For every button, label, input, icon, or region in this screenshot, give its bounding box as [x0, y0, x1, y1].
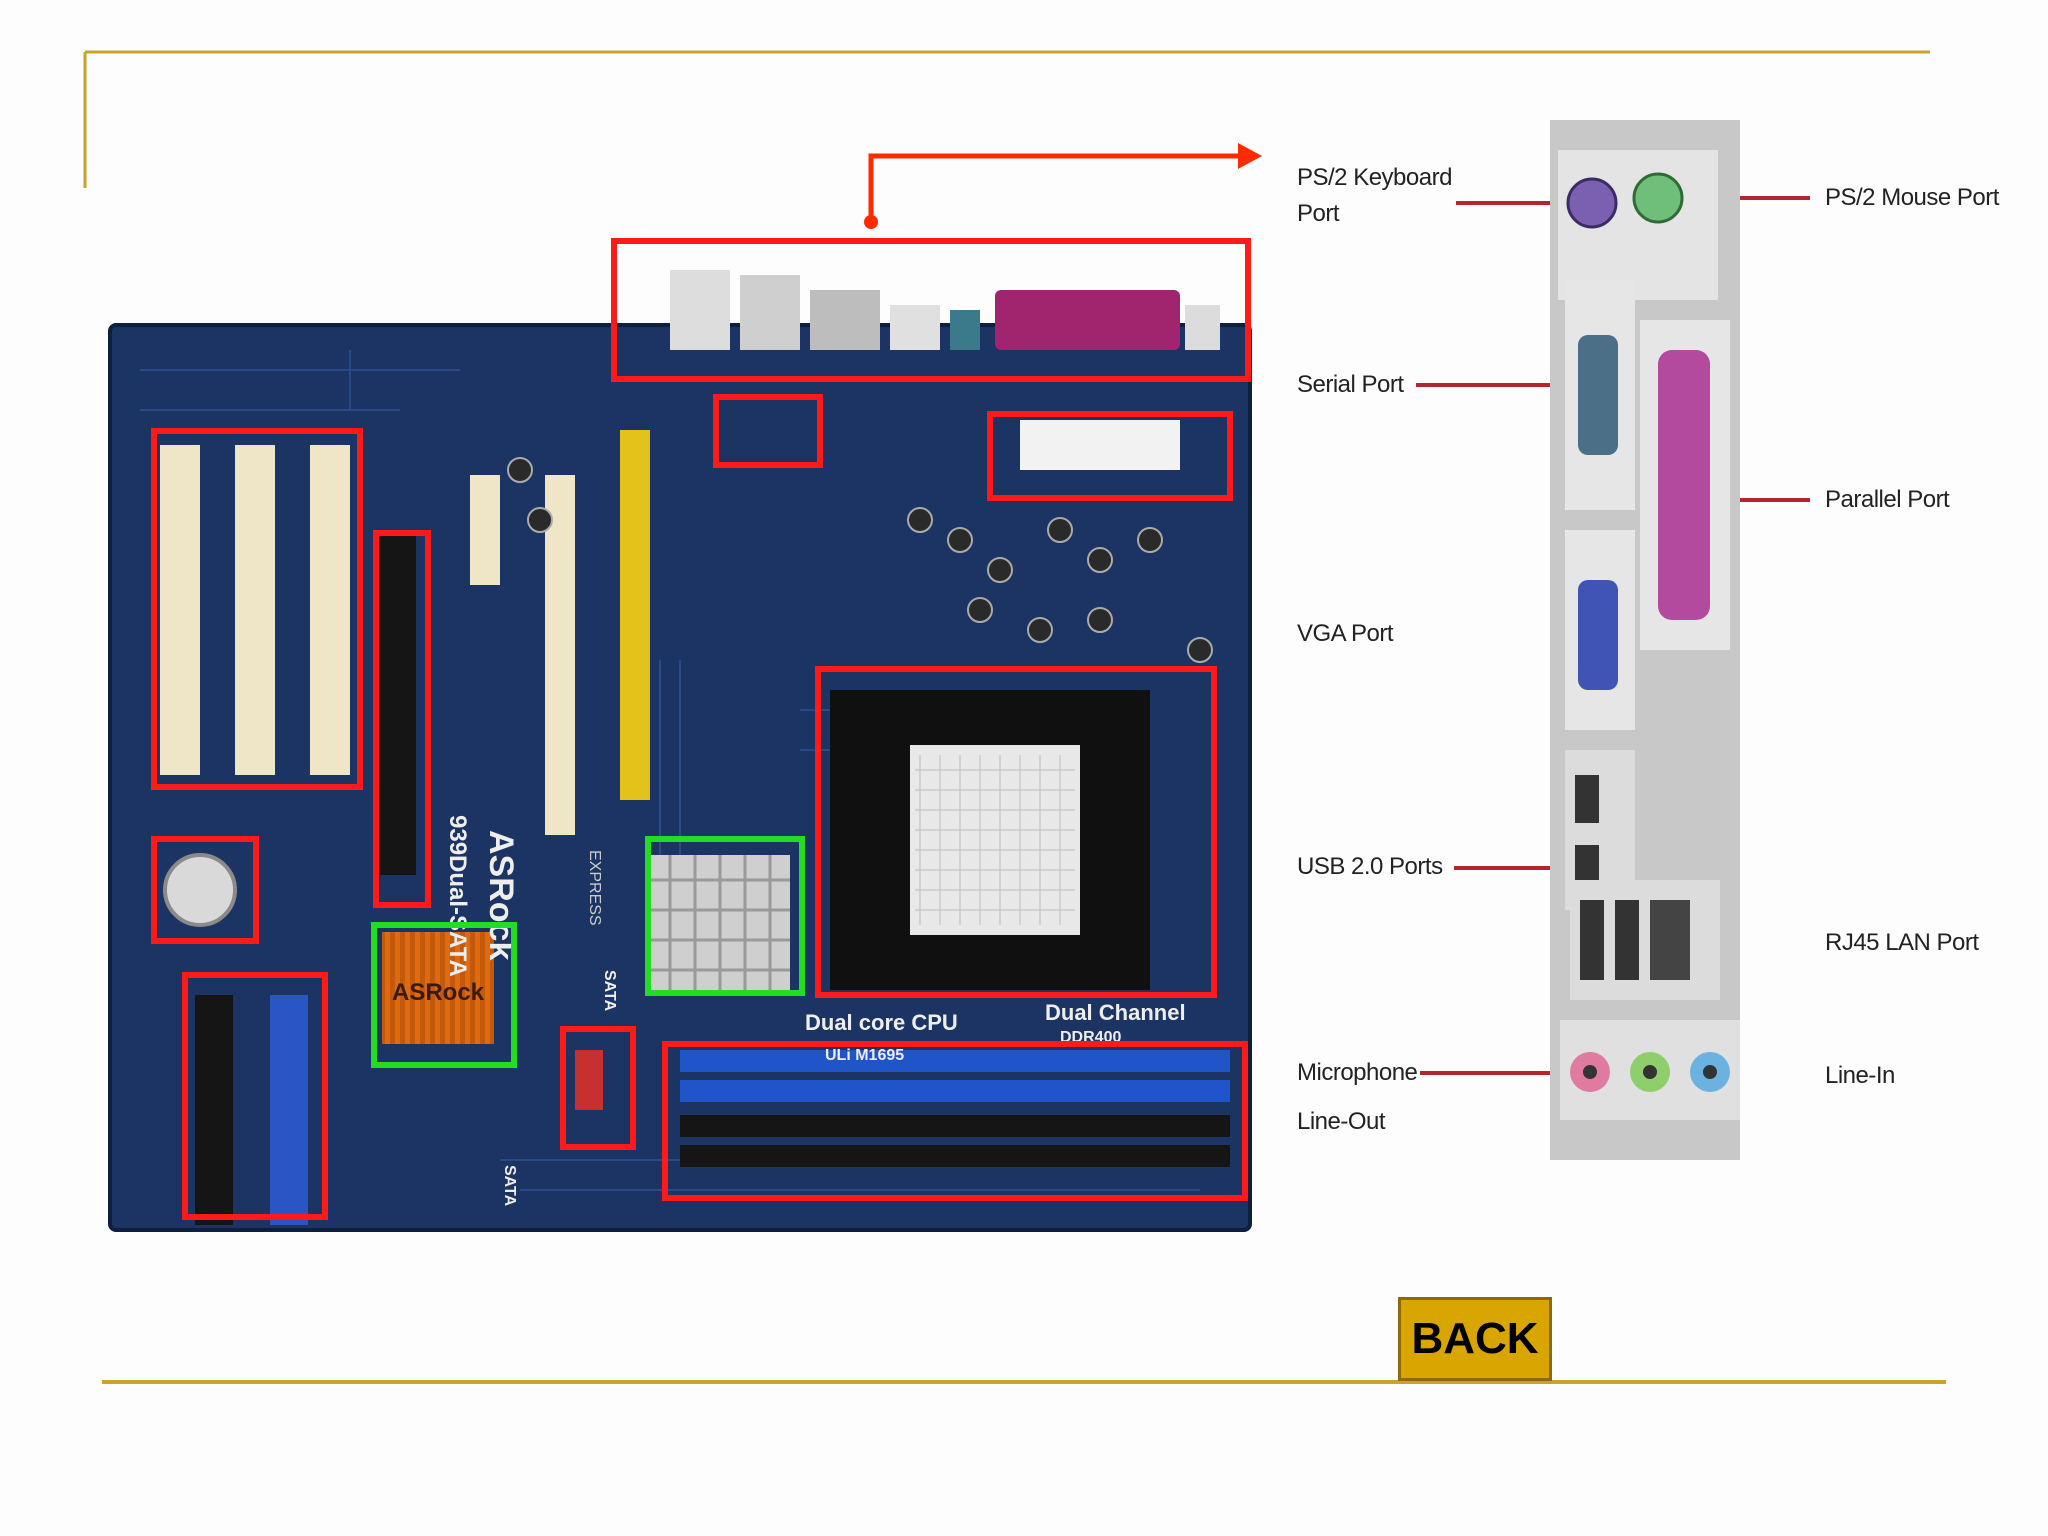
chipset-label: ULi M1695 [825, 1047, 904, 1064]
ps2-keyboard-label-line1: PS/2 Keyboard [1297, 164, 1452, 191]
ps2-keyboard-port-icon [1566, 177, 1618, 229]
vga-port-label: VGA Port [1297, 620, 1394, 647]
rj45-port-icon [1650, 900, 1690, 980]
microphone-label: Microphone [1297, 1059, 1418, 1086]
parallel-port-icon [1658, 350, 1710, 620]
vga-port-icon [1578, 580, 1618, 690]
usb-ports-label: USB 2.0 Ports [1297, 853, 1443, 880]
motherboard-image: ASRock 939Dual-SATA ASRock Dual core CPU… [108, 270, 1252, 1232]
sata-label: SATA [601, 970, 618, 1012]
serial-port-icon [1578, 335, 1618, 455]
memory-label: Dual Channel [1045, 1000, 1186, 1025]
rj45-lan-label: RJ45 LAN Port [1825, 929, 1979, 956]
ps2-mouse-port-icon [1632, 172, 1684, 224]
ps2-mouse-label: PS/2 Mouse Port [1825, 184, 1999, 211]
back-button[interactable]: BACK [1398, 1297, 1552, 1381]
ps2-keyboard-label: PS/2 Keyboard Port [1297, 160, 1452, 232]
serial-port-label: Serial Port [1297, 371, 1404, 398]
line-out-label: Line-Out [1297, 1108, 1386, 1135]
line-in-label: Line-In [1825, 1062, 1895, 1089]
io-panel-image [1550, 120, 1740, 1160]
pci-express-label: EXPRESS [586, 850, 603, 926]
board-brand-text: ASRock [482, 830, 520, 960]
parallel-port-label: Parallel Port [1825, 486, 1950, 513]
memory-sub-label: DDR400 [1060, 1029, 1121, 1046]
board-model-text: 939Dual-SATA [444, 815, 471, 977]
sata2-label: SATA [501, 1165, 518, 1207]
socket-label: Dual core CPU [805, 1010, 958, 1035]
usb-port-icon [1575, 775, 1599, 823]
heatsink-brand-text: ASRock [392, 979, 485, 1006]
ps2-keyboard-label-line2: Port [1297, 200, 1340, 227]
